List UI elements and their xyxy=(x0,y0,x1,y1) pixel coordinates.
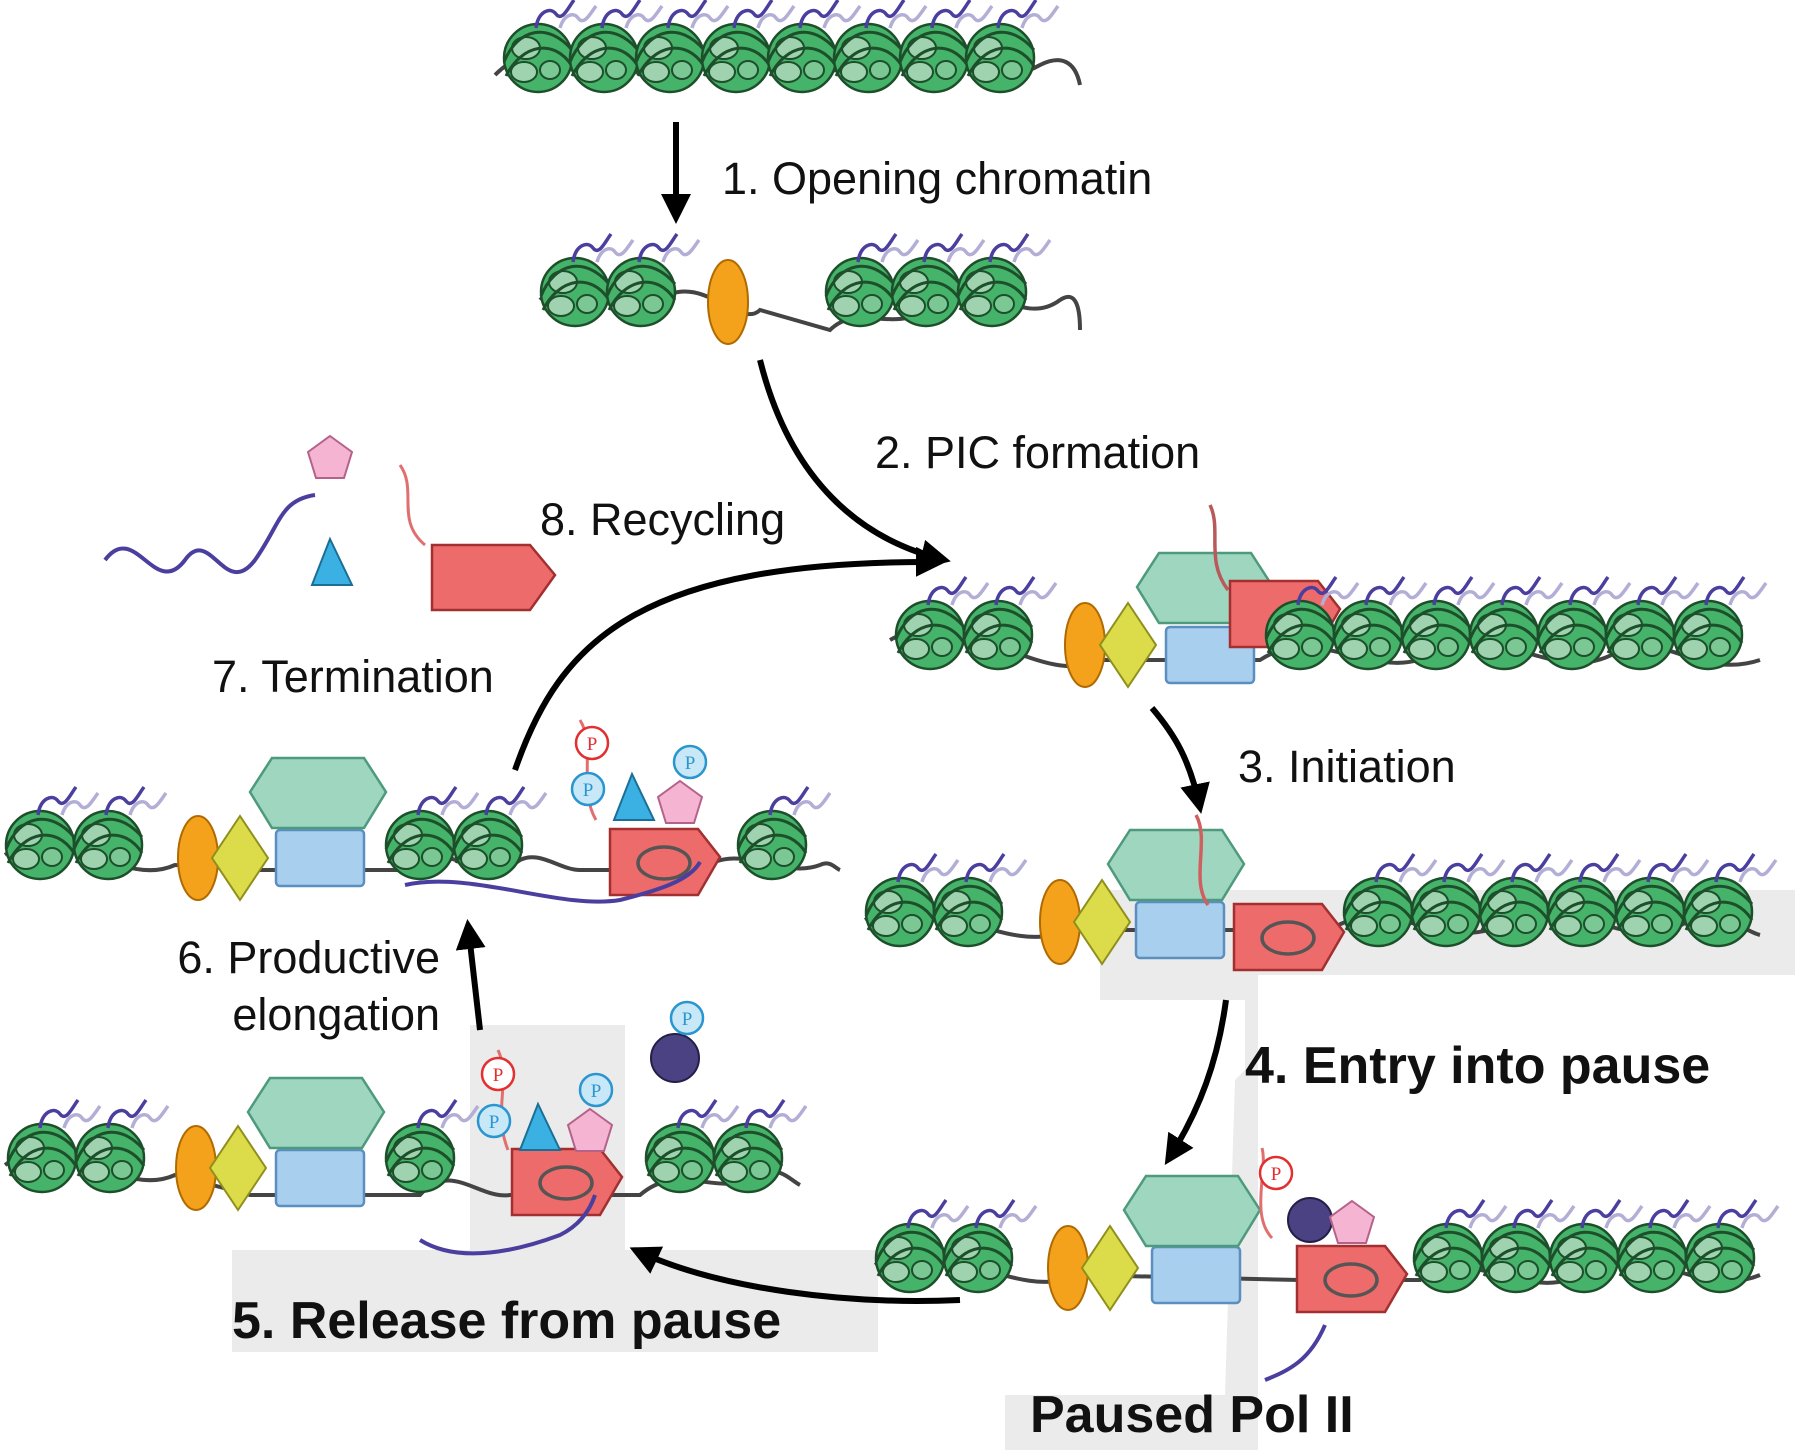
label-step6-line1: 6. Productive xyxy=(177,932,440,983)
elongation-complex: P P P xyxy=(3,719,841,904)
pause-entry-highlight xyxy=(1005,890,1795,1450)
tfiid-icon xyxy=(274,828,366,888)
nucleosome-icon xyxy=(964,0,1060,94)
initiation-complex xyxy=(863,814,1778,972)
tfiib-icon xyxy=(1099,602,1157,688)
pic-complex xyxy=(889,504,1768,688)
pol-ii-icon xyxy=(510,1147,624,1217)
phospho-icon: P xyxy=(1258,1155,1294,1191)
nucleosome-icon xyxy=(1672,575,1768,671)
closed-chromatin xyxy=(493,0,1082,94)
pol-ii-icon xyxy=(430,543,557,612)
dsif-icon xyxy=(657,780,703,824)
spt5-icon xyxy=(613,773,655,821)
ctd-tail xyxy=(398,464,426,547)
nelf-icon xyxy=(1287,1197,1333,1243)
nucleosome-icon xyxy=(962,575,1058,671)
pioneer-factor-icon xyxy=(707,259,749,345)
label-step1: 1. Opening chromatin xyxy=(722,153,1152,204)
phospho-icon: P xyxy=(574,725,610,761)
nelf-icon xyxy=(650,1033,700,1083)
open-chromatin xyxy=(538,232,1082,345)
tfiid-icon xyxy=(274,1148,366,1208)
mediator-icon xyxy=(1122,1174,1262,1248)
nucleosome-icon xyxy=(384,1098,480,1194)
nucleosome-icon xyxy=(452,785,548,881)
released-rna xyxy=(103,493,316,575)
arrow-step2 xyxy=(757,359,951,570)
paused-pol-ii-complex: P xyxy=(873,1147,1780,1382)
svg-text:P: P xyxy=(583,780,594,801)
tfiib-icon xyxy=(209,1125,267,1211)
label-step5: 5. Release from pause xyxy=(232,1292,781,1350)
recycled-components xyxy=(103,435,557,612)
tfiid-icon xyxy=(1150,1245,1242,1305)
svg-text:P: P xyxy=(682,1009,693,1030)
arrow-step3 xyxy=(1149,706,1210,814)
arrow-step6 xyxy=(455,919,486,1031)
tfiid-icon xyxy=(1134,900,1226,960)
svg-text:P: P xyxy=(587,734,598,755)
label-paused-pol-ii: Paused Pol II xyxy=(1030,1386,1354,1444)
tfiib-icon xyxy=(211,815,269,901)
nucleosome-icon xyxy=(1684,1198,1780,1294)
phospho-icon: P xyxy=(669,1000,705,1036)
spt5-icon xyxy=(311,538,353,586)
svg-text:P: P xyxy=(591,1081,602,1102)
nucleosome-icon xyxy=(932,852,1028,948)
arrow-step5 xyxy=(629,1246,961,1304)
svg-text:P: P xyxy=(685,753,696,774)
phospho-icon: P xyxy=(570,771,606,807)
label-step7: 7. Termination xyxy=(212,651,494,702)
nucleosome-icon xyxy=(956,232,1052,328)
phospho-icon: P xyxy=(672,744,708,780)
label-step6-line2: elongation xyxy=(232,989,440,1040)
label-step3: 3. Initiation xyxy=(1238,741,1456,792)
mediator-icon xyxy=(1106,828,1246,902)
phospho-icon: P xyxy=(480,1056,516,1092)
nucleosome-icon xyxy=(605,232,701,328)
arrow-step8 xyxy=(512,546,946,771)
phospho-icon: P xyxy=(578,1072,614,1108)
svg-text:P: P xyxy=(489,1112,500,1133)
pol-ii-icon xyxy=(1232,902,1346,972)
released-nelf: P xyxy=(650,1000,705,1083)
phospho-icon: P xyxy=(476,1103,512,1139)
tfiib-icon xyxy=(1081,1225,1139,1311)
label-step4: 4. Entry into pause xyxy=(1245,1037,1710,1095)
dsif-icon xyxy=(1329,1200,1375,1244)
arrow-step4 xyxy=(1164,999,1229,1166)
mediator-icon xyxy=(246,1076,386,1150)
pol-ii-icon xyxy=(1295,1244,1409,1314)
label-step8: 8. Recycling xyxy=(540,494,785,545)
svg-text:P: P xyxy=(493,1065,504,1086)
dsif-icon xyxy=(307,435,353,479)
mediator-icon xyxy=(248,756,388,830)
nucleosome-icon xyxy=(72,785,168,881)
label-step2: 2. PIC formation xyxy=(875,427,1200,478)
svg-text:P: P xyxy=(1271,1164,1282,1185)
released-pol-ii-complex: P P P xyxy=(3,1049,808,1256)
